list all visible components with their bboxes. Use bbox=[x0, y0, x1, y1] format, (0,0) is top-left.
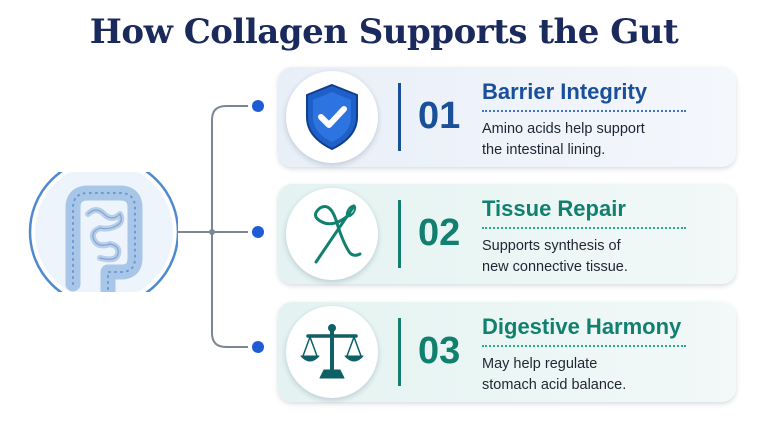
description-line: Supports synthesis of bbox=[482, 238, 621, 254]
item-number: 02 bbox=[418, 212, 461, 254]
item-heading: Barrier Integrity bbox=[482, 79, 648, 104]
description-line: May help regulate bbox=[482, 356, 598, 372]
needle-thread-icon bbox=[286, 188, 378, 280]
card-digestive-harmony: 03 Digestive Harmony May help regulate s… bbox=[278, 302, 736, 402]
description-line: new connective tissue. bbox=[482, 259, 628, 275]
accent-bar bbox=[398, 83, 401, 151]
item-description: May help regulate stomach acid balance. bbox=[482, 354, 732, 396]
item-description: Supports synthesis of new connective tis… bbox=[482, 236, 732, 278]
item-description: Amino acids help support the intestinal … bbox=[482, 119, 732, 161]
description-line: Amino acids help support bbox=[482, 121, 645, 137]
dotted-divider bbox=[482, 110, 686, 112]
card-barrier-integrity: 01 Barrier Integrity Amino acids help su… bbox=[278, 67, 736, 167]
dotted-divider bbox=[482, 227, 686, 229]
shield-check-icon bbox=[286, 71, 378, 163]
node-dot-1 bbox=[248, 96, 268, 116]
accent-bar bbox=[398, 318, 401, 386]
node-dot-2 bbox=[248, 222, 268, 242]
item-heading: Tissue Repair bbox=[482, 196, 626, 221]
card-tissue-repair: 02 Tissue Repair Supports synthesis of n… bbox=[278, 184, 736, 284]
item-number: 03 bbox=[418, 330, 461, 372]
accent-bar bbox=[398, 200, 401, 268]
page-title: How Collagen Supports the Gut bbox=[89, 12, 679, 52]
balance-scale-icon bbox=[286, 306, 378, 398]
description-line: stomach acid balance. bbox=[482, 377, 627, 393]
intestine-icon bbox=[28, 172, 178, 292]
description-line: the intestinal lining. bbox=[482, 142, 606, 158]
dotted-divider bbox=[482, 345, 686, 347]
item-heading: Digestive Harmony bbox=[482, 314, 682, 339]
item-number: 01 bbox=[418, 95, 461, 137]
node-dot-3 bbox=[248, 337, 268, 357]
